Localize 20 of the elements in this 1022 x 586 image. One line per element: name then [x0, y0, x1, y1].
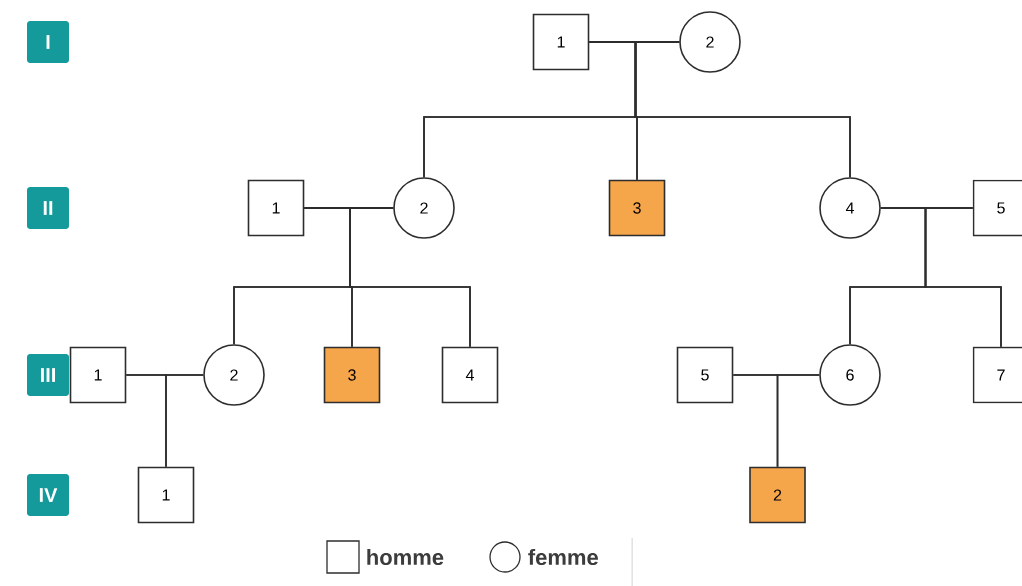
descent-line	[634, 41, 851, 178]
male-square: 1	[247, 179, 305, 237]
generation-badge: IV	[27, 474, 69, 516]
descent-line	[165, 374, 204, 468]
descent-line	[776, 374, 820, 468]
male-square: 3	[323, 346, 381, 404]
male-square: 2	[749, 466, 806, 524]
legend-label: femme	[528, 548, 598, 566]
generation-badge: III	[27, 354, 69, 396]
male-square: 4	[441, 346, 499, 404]
descent-line	[924, 207, 1002, 348]
male-square: 1	[137, 466, 195, 524]
male-square: 1	[532, 13, 590, 71]
descent-line	[349, 207, 471, 348]
male-square: 3	[608, 179, 666, 237]
generation-badge: II	[27, 187, 69, 229]
male-square: 5	[676, 346, 734, 404]
male-square: 1	[69, 346, 127, 404]
legend-label: homme	[367, 548, 444, 566]
generation-badge: I	[27, 21, 69, 63]
